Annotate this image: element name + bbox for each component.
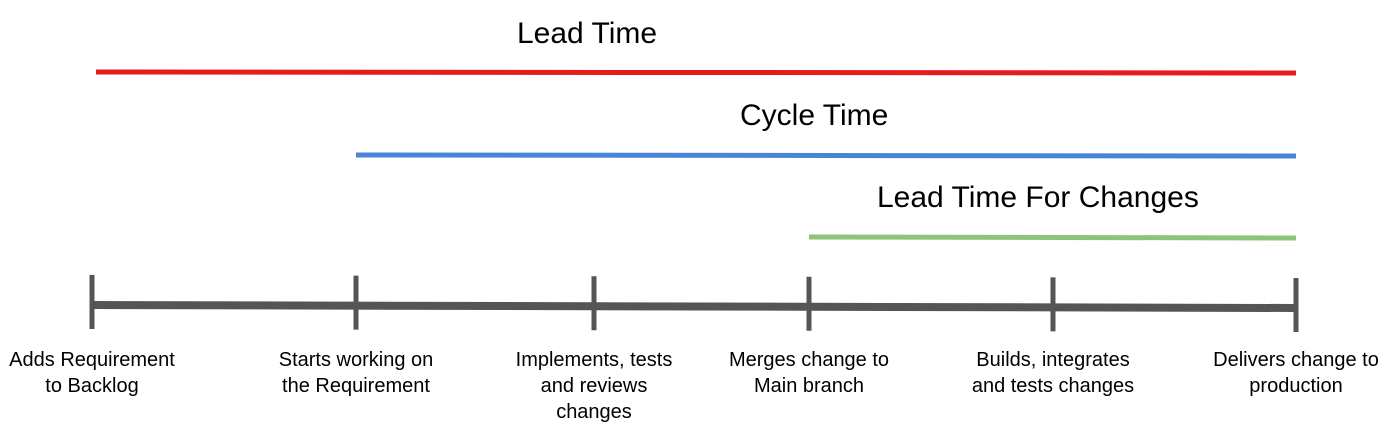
stage-label-line: Starts working on [278,349,434,371]
stage-label-2: Implements, tests and reviews changes [516,347,673,425]
stage-label-line: Adds Requirement [9,349,175,371]
lead-time-title: Lead Time [517,17,658,50]
timeline-axis-line [91,301,1297,312]
stage-label-line: to Backlog [45,375,139,397]
cycle-time-title: Cycle Time [740,99,889,132]
lead-time-for-changes-title: Lead Time For Changes [877,181,1199,214]
span-line-0 [95,69,1297,76]
stage-label-line: Implements, tests [515,349,673,371]
stage-label-line: and tests changes [971,375,1135,397]
stage-label-line: Builds, integrates [976,349,1130,371]
stage-label-4: Builds, integrates and tests changes [972,347,1134,399]
stage-label-line: Merges change to [728,349,890,371]
stage-label-line: production [1249,375,1343,397]
stage-label-line: Main branch [753,375,865,397]
span-line-1 [355,152,1297,159]
stage-label-5: Delivers change to production [1213,347,1379,399]
stage-label-0: Adds Requirement to Backlog [9,347,175,399]
timeline-axis [89,275,1299,332]
span-line-2 [808,234,1297,241]
stage-label-1: Starts working on the Requirement [279,347,434,399]
stage-label-line: and reviews [540,375,648,397]
stage-label-line: Delivers change to [1213,349,1379,371]
stage-label-3: Merges change to Main branch [729,347,889,399]
span-lines [95,69,1297,241]
stage-label-line: changes [556,401,632,423]
stage-label-line: the Requirement [282,375,430,397]
